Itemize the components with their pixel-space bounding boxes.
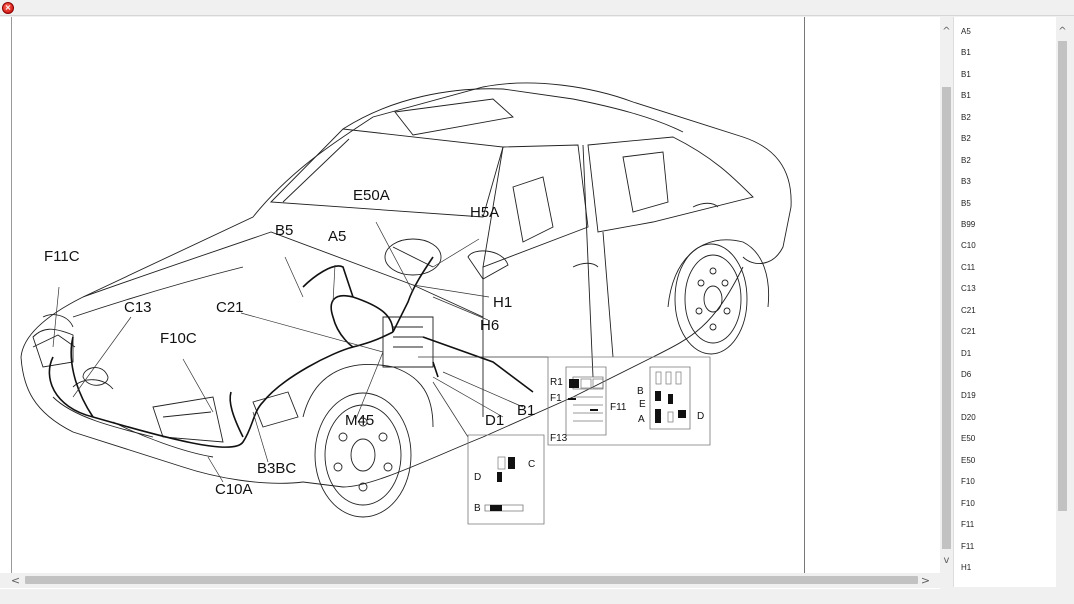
list-item[interactable]: H1 bbox=[961, 562, 972, 572]
list-item[interactable]: B1 bbox=[961, 91, 971, 101]
list-item[interactable]: F10 bbox=[961, 477, 975, 487]
detail-label-f13: F13 bbox=[550, 433, 568, 444]
scroll-left-icon[interactable]: < bbox=[10, 574, 21, 587]
list-item[interactable]: D20 bbox=[961, 412, 976, 422]
list-item[interactable]: C10 bbox=[961, 241, 976, 251]
label-c21: C21 bbox=[216, 299, 244, 316]
status-strip bbox=[0, 589, 1074, 604]
list-item[interactable]: D1 bbox=[961, 348, 972, 358]
list-item[interactable]: B1 bbox=[961, 48, 971, 58]
label-a5: A5 bbox=[328, 228, 346, 245]
detail-lower-label-b: B bbox=[474, 503, 481, 514]
list-item[interactable]: B2 bbox=[961, 155, 971, 165]
diagram-vertical-scrollbar[interactable]: ^ v bbox=[940, 17, 953, 573]
label-e50a: E50A bbox=[353, 187, 390, 204]
label-c13: C13 bbox=[124, 299, 152, 316]
scroll-up-icon[interactable]: ^ bbox=[942, 26, 951, 37]
label-b5: B5 bbox=[275, 222, 293, 239]
close-icon[interactable]: × bbox=[2, 2, 14, 14]
label-c10a: C10A bbox=[215, 481, 253, 498]
label-b1: B1 bbox=[517, 402, 535, 419]
diagram-vertical-scroll-thumb[interactable] bbox=[942, 87, 951, 549]
list-scroll-up-icon[interactable]: ^ bbox=[1058, 26, 1067, 37]
label-f10c: F10C bbox=[160, 330, 197, 347]
list-item[interactable]: C21 bbox=[961, 305, 976, 315]
detail-label-r1: R1 bbox=[550, 377, 563, 388]
left-margin bbox=[0, 17, 12, 573]
detail-label-e: E bbox=[639, 399, 646, 410]
label-b3bc: B3BC bbox=[257, 460, 296, 477]
list-item[interactable]: E50 bbox=[961, 434, 976, 444]
list-item[interactable]: D19 bbox=[961, 391, 976, 401]
detail-label-d: D bbox=[697, 411, 704, 422]
list-item[interactable]: F11 bbox=[961, 520, 975, 530]
list-vertical-scroll-thumb[interactable] bbox=[1058, 41, 1067, 511]
detail-lower-label-d: D bbox=[474, 472, 481, 483]
diagram-blank-area bbox=[806, 17, 940, 573]
horizontal-scroll-thumb[interactable] bbox=[25, 576, 918, 584]
detail-label-b: B bbox=[637, 386, 644, 397]
label-d1: D1 bbox=[485, 412, 504, 429]
list-item[interactable]: B5 bbox=[961, 198, 971, 208]
detail-label-f1: F1 bbox=[550, 393, 562, 404]
label-h5a: H5A bbox=[470, 204, 499, 221]
label-h1: H1 bbox=[493, 294, 512, 311]
list-item[interactable]: C21 bbox=[961, 327, 976, 337]
list-item[interactable]: D6 bbox=[961, 370, 972, 379]
list-item[interactable]: B1 bbox=[961, 69, 971, 79]
list-item[interactable]: F10 bbox=[961, 498, 975, 508]
detail-label-a: A bbox=[638, 414, 645, 425]
detail-label-f11: F11 bbox=[610, 402, 627, 413]
wiring-diagram: F11C B5 A5 E50A H5A H1 H6 C13 C21 F10C M… bbox=[13, 17, 805, 573]
list-item[interactable]: F11 bbox=[961, 541, 975, 551]
title-bar: × bbox=[0, 0, 1074, 16]
list-item[interactable]: B3 bbox=[961, 177, 971, 187]
car-wiring-illustration: F11C B5 A5 E50A H5A H1 H6 C13 C21 F10C M… bbox=[20, 82, 792, 525]
label-m45: M45 bbox=[345, 412, 374, 429]
list-item[interactable]: B2 bbox=[961, 134, 971, 144]
horizontal-scrollbar[interactable]: < > bbox=[0, 573, 940, 588]
detail-lower-label-c: C bbox=[528, 459, 535, 470]
scroll-right-icon[interactable]: > bbox=[920, 574, 931, 587]
list-item[interactable]: B2 bbox=[961, 112, 971, 122]
list-item[interactable]: E50 bbox=[961, 455, 976, 465]
label-f11c: F11C bbox=[44, 248, 80, 265]
scroll-down-icon[interactable]: v bbox=[943, 555, 950, 566]
list-item[interactable]: C11 bbox=[961, 262, 976, 272]
list-item[interactable]: C13 bbox=[961, 284, 976, 294]
list-item[interactable]: A5 bbox=[961, 27, 971, 36]
list-vertical-scrollbar[interactable]: ^ bbox=[1056, 17, 1069, 587]
label-h6: H6 bbox=[480, 317, 499, 334]
list-item[interactable]: B99 bbox=[961, 219, 976, 229]
